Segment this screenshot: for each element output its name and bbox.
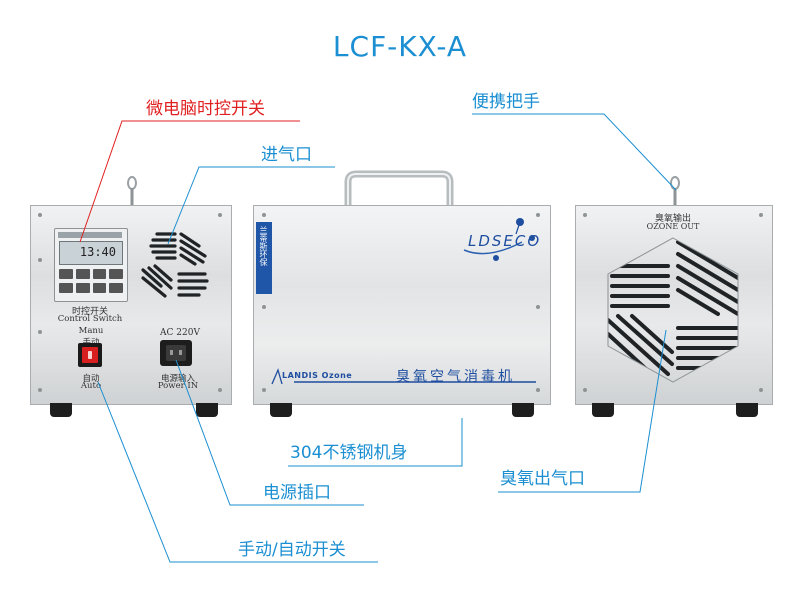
outlet-label-en: OZONE OUT (646, 222, 700, 231)
auto-label-cn: 自动 (82, 374, 100, 384)
timer-button[interactable] (59, 269, 73, 279)
bottom-swoosh (271, 368, 536, 385)
callout-timer-switch: 微电脑时控开关 (146, 99, 265, 119)
carry-handle[interactable] (338, 170, 460, 210)
hook-icon (127, 176, 137, 206)
ldseco-logo: LDSECO (458, 212, 544, 268)
callout-power-socket: 电源插口 (263, 483, 331, 503)
air-inlet-vent (141, 232, 209, 298)
timer-button[interactable] (109, 269, 123, 279)
callout-air-inlet: 进气口 (261, 145, 312, 165)
power-label-cn: 电源输入 (160, 374, 195, 384)
timer-button[interactable] (75, 283, 90, 293)
voltage-label: AC 220V (160, 328, 200, 338)
timer-switch[interactable]: 13:40 (54, 228, 128, 302)
timer-display-value: 13:40 (79, 245, 116, 259)
outlet-label-cn: 臭氧输出 (654, 214, 691, 224)
callout-manual-auto-switch: 手动/自动开关 (238, 540, 346, 560)
manual-auto-rocker-switch[interactable] (78, 343, 102, 367)
callout-steel-body: 304不锈钢机身 (290, 443, 408, 463)
timer-button-row-2 (59, 283, 123, 293)
manu-label-en: Manu (78, 326, 104, 336)
timer-button-row-1 (59, 269, 123, 279)
brand-text: LANDIS Ozone (282, 371, 353, 380)
product-model-title: LCF-KX-A (332, 30, 468, 63)
molecule-logo-icon (463, 218, 535, 261)
auto-label-en: Auto (80, 381, 102, 391)
control-label-en: Control Switch (57, 314, 123, 324)
callout-handle: 便携把手 (472, 92, 540, 112)
product-name-text: 臭氧空气消毒机 (396, 369, 515, 385)
callout-ozone-outlet: 臭氧出气口 (500, 469, 585, 489)
timer-button[interactable] (109, 283, 123, 293)
timer-button[interactable] (92, 283, 107, 293)
power-label-en: Power IN (157, 381, 199, 391)
logo-text: LDSECO (468, 232, 542, 250)
power-socket[interactable] (160, 340, 192, 366)
timer-button[interactable] (75, 269, 90, 279)
side-label-strip: 兰蒂斯环保 (256, 222, 272, 294)
side-label-text: 兰蒂斯环保 (259, 226, 268, 266)
ozone-outlet-grille (607, 237, 739, 383)
center-unit-body (253, 205, 551, 405)
timer-button[interactable] (59, 283, 73, 293)
control-label-cn: 时控开关 (71, 307, 108, 317)
timer-button[interactable] (92, 269, 107, 279)
timer-display: 13:40 (59, 241, 123, 265)
